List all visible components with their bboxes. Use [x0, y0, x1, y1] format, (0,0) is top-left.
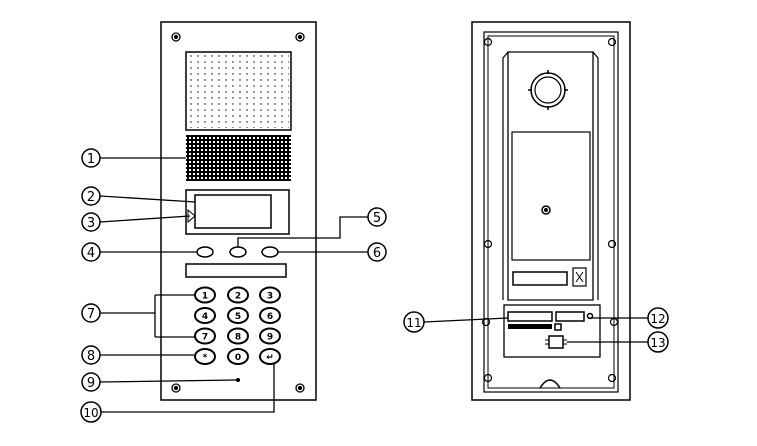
- screw-icon: [295, 32, 305, 42]
- display-screen: [194, 194, 272, 229]
- camera-bracket: [502, 51, 599, 300]
- keypad-key[interactable]: 9: [259, 327, 281, 345]
- keypad-key[interactable]: 2: [227, 286, 249, 304]
- callout-8: 8: [81, 345, 101, 365]
- callout-9-label: 9: [87, 376, 95, 391]
- keypad-key-label: 8: [235, 333, 241, 343]
- callout-9: 9: [81, 372, 101, 392]
- screw-icon: [295, 383, 305, 393]
- keypad-key[interactable]: 0: [227, 348, 249, 365]
- callout-11: 11: [403, 311, 425, 333]
- keypad-key[interactable]: 5: [227, 307, 249, 324]
- function-button-center[interactable]: [229, 246, 247, 258]
- callouts: 1 2 3 4 5 6 7 8 9 10 11 12 13: [80, 148, 669, 423]
- front-panel: [160, 21, 317, 401]
- front-panel-outline: [160, 21, 317, 401]
- speaker-grille: [186, 135, 291, 181]
- screw-icon: [171, 383, 181, 393]
- keypad-key[interactable]: ↵: [259, 348, 281, 365]
- callout-7-label: 7: [87, 307, 95, 322]
- camera-lens-icon: [530, 72, 566, 108]
- back-panel-inner-frame: [483, 31, 619, 393]
- keypad-key[interactable]: 1: [194, 286, 216, 304]
- callout-12: 12: [647, 307, 669, 329]
- keypad-key-label: *: [203, 353, 208, 363]
- keypad-key-label: 6: [267, 312, 273, 322]
- callout-8-label: 8: [87, 349, 95, 364]
- adjust-screw-icon: [541, 205, 551, 215]
- keypad: 1 2 3 4 5 6 7 8 9 * 0 ↵: [194, 286, 281, 365]
- callout-3: 3: [81, 212, 101, 232]
- back-panel-outline: [471, 21, 631, 401]
- keypad-key[interactable]: 7: [194, 327, 216, 345]
- front-corner-screws: [171, 32, 305, 393]
- terminal-block-main: [507, 311, 553, 322]
- led-indicator: [554, 323, 562, 331]
- callout-11-label: 11: [406, 316, 421, 330]
- keypad-key-label: 4: [202, 312, 208, 322]
- keypad-key[interactable]: 3: [259, 286, 281, 304]
- callout-4: 4: [81, 242, 101, 262]
- keypad-key[interactable]: 6: [259, 307, 281, 324]
- function-button-left[interactable]: [196, 246, 214, 258]
- terminal-compartment: [503, 304, 601, 358]
- cable-entry-notch: [539, 379, 561, 389]
- callout-10-label: 10: [83, 406, 98, 420]
- keypad-key[interactable]: *: [194, 348, 216, 365]
- keypad-key-label: 9: [267, 333, 273, 343]
- circuit-board-plate: [511, 131, 591, 261]
- keypad-key-label: 3: [267, 292, 273, 302]
- callout-13-label: 13: [650, 336, 665, 350]
- callout-7: 7: [81, 303, 101, 323]
- callout-4-label: 4: [87, 246, 95, 261]
- keypad-key-label: 2: [235, 292, 241, 302]
- dip-switch-icon: [572, 267, 587, 287]
- callout-6-label: 6: [373, 246, 381, 261]
- function-button-right[interactable]: [261, 246, 279, 258]
- callout-2-label: 2: [87, 190, 95, 205]
- keypad-key-label: 5: [235, 312, 241, 322]
- camera-window: [185, 51, 292, 131]
- terminal-block-secondary: [555, 311, 585, 322]
- callout-1: 1: [81, 148, 101, 168]
- keypad-key-label: ↵: [266, 353, 274, 363]
- callout-3-label: 3: [87, 216, 95, 231]
- back-panel-inner-frame-2: [487, 35, 615, 389]
- keypad-key[interactable]: 4: [194, 307, 216, 324]
- callout-5: 5: [367, 207, 387, 227]
- info-label: [512, 271, 568, 286]
- callout-10: 10: [80, 401, 102, 423]
- name-label-strip: [185, 263, 287, 278]
- camera-module-housing: [507, 51, 594, 301]
- screw-icon: [171, 32, 181, 42]
- callout-5-label: 5: [373, 211, 381, 226]
- keypad-key-label: 1: [202, 292, 208, 302]
- keypad-key-label: 0: [235, 353, 241, 363]
- microphone-hole: [235, 377, 241, 383]
- connector-icon: [548, 335, 564, 349]
- display-frame: [185, 189, 290, 235]
- callout-2: 2: [81, 186, 101, 206]
- leader-lines: [99, 157, 648, 413]
- keypad-key[interactable]: 8: [227, 327, 249, 345]
- callout-12-label: 12: [650, 312, 665, 326]
- callout-6: 6: [367, 242, 387, 262]
- frame-screws: [481, 37, 619, 383]
- back-panel: [471, 21, 631, 401]
- keypad-key-label: 7: [202, 333, 208, 343]
- callout-1-label: 1: [87, 152, 95, 167]
- callout-13: 13: [647, 331, 669, 353]
